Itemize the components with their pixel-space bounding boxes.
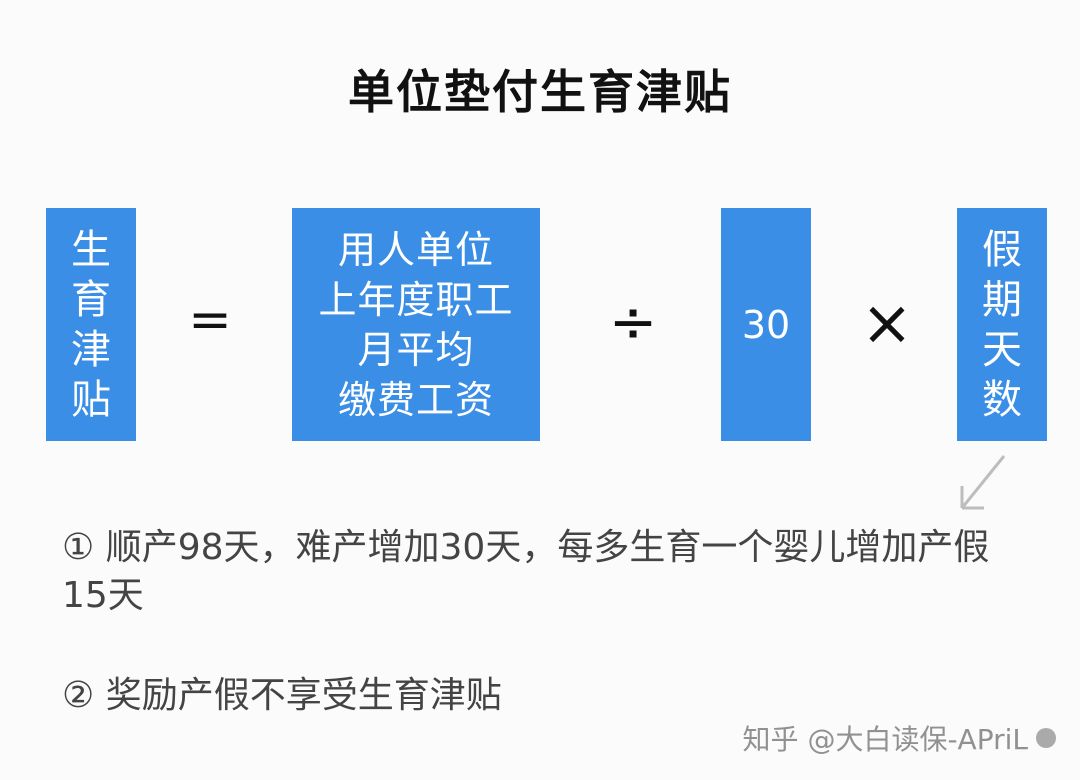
box-char: 期 — [982, 276, 1022, 323]
multiply-operator: × — [861, 286, 913, 359]
divide-operator: ÷ — [608, 288, 658, 356]
box-char: 天 — [982, 326, 1022, 373]
box-line: 用人单位 — [337, 227, 494, 272]
leave-days-box: 假 期 天 数 — [957, 208, 1047, 441]
maternity-allowance-box: 生 育 津 贴 — [46, 208, 136, 441]
box-char: 贴 — [71, 376, 111, 423]
box-char: 育 — [71, 276, 111, 323]
note-bonus-leave: ② 奖励产假不享受生育津贴 — [62, 675, 502, 716]
diagram-title: 单位垫付生育津贴 — [348, 65, 732, 119]
box-line: 缴费工资 — [337, 377, 494, 422]
box-line: 月平均 — [357, 327, 475, 372]
average-salary-box: 用人单位 上年度职工 月平均 缴费工资 — [292, 208, 540, 441]
box-char: 生 — [71, 226, 111, 273]
pointer-arrow-icon — [960, 455, 1006, 510]
box-char: 数 — [982, 376, 1022, 423]
note-leave-days: ① 顺产98天，难产增加30天，每多生育一个婴儿增加产假15天 — [62, 527, 990, 616]
watermark: 知乎 @大白读保-APriL — [743, 718, 1060, 758]
box-char: 津 — [71, 326, 111, 373]
divisor-value: 30 — [741, 302, 791, 347]
box-char: 假 — [982, 226, 1022, 273]
divisor-box: 30 — [721, 208, 811, 441]
equals-operator: = — [188, 290, 232, 350]
brand-logo-icon — [1036, 728, 1056, 748]
box-line: 上年度职工 — [318, 277, 514, 322]
watermark-text: 知乎 @大白读保-APriL — [742, 723, 1028, 756]
